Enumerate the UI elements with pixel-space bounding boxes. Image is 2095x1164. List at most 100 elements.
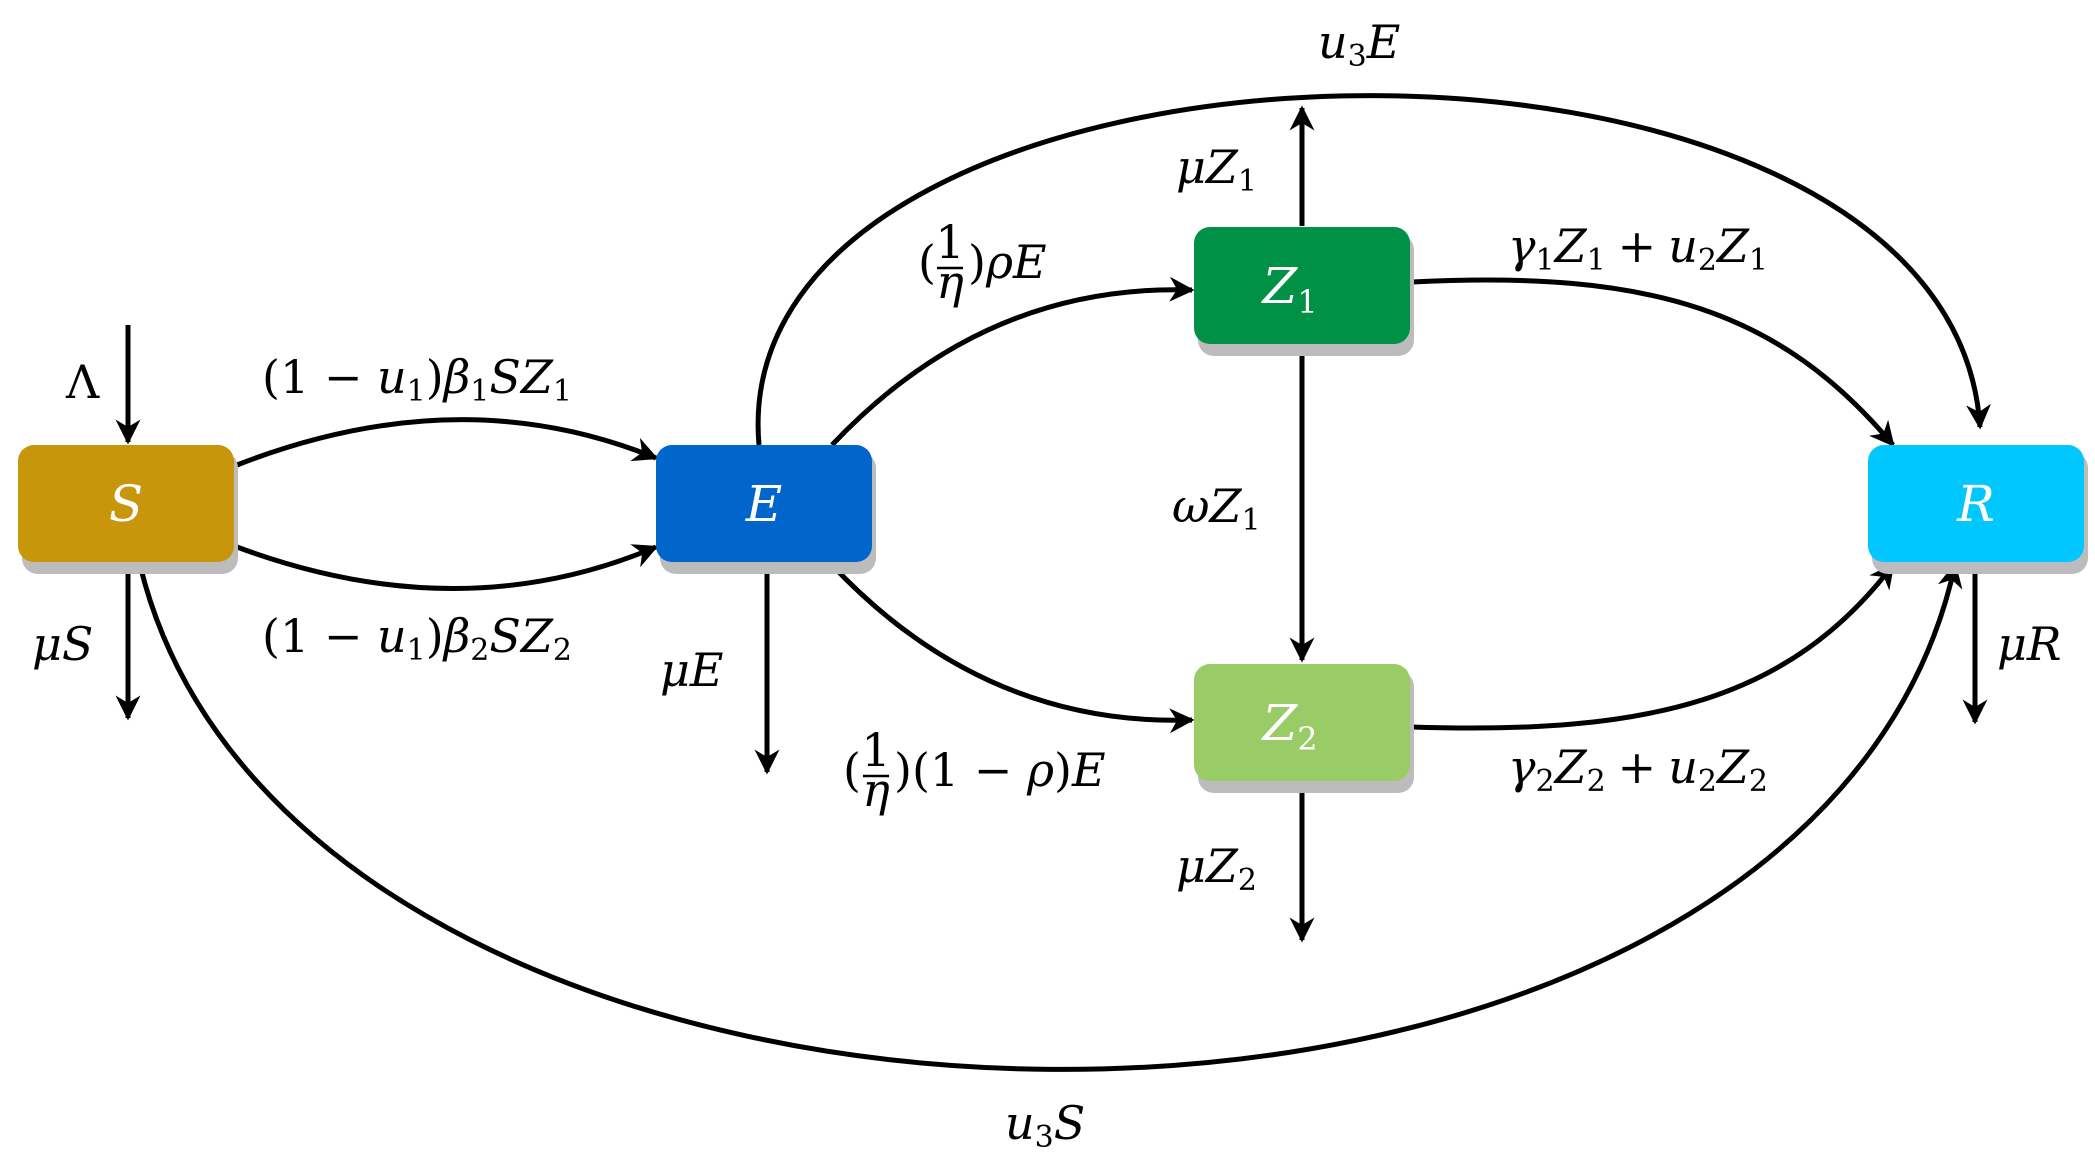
node-z1-label: Z1: [1260, 257, 1317, 321]
label-mu-e-e: E: [689, 643, 724, 697]
edge-z1-to-r: [1411, 277, 1895, 447]
label-e-z1-num: 1: [935, 215, 964, 269]
label-u3-s-sub: 3: [1035, 1120, 1054, 1155]
label-s-e-lower-beta: β: [442, 609, 471, 663]
label-u3-e-e: E: [1366, 15, 1401, 69]
label-mu-r-r: R: [2026, 617, 2062, 671]
label-mu-s-s: S: [62, 617, 94, 671]
label-mu-z2: μZ2: [1176, 839, 1257, 898]
label-s-e-lower-z-sub: 2: [553, 633, 572, 668]
label-e-z2-close: ): [894, 743, 912, 797]
label-s-e-lower-open: (1 −: [262, 609, 377, 663]
label-e-z1: ( 1 η )ρE: [918, 215, 1047, 309]
node-r-box: [1868, 445, 2084, 562]
label-u3-e-sub: 3: [1348, 39, 1367, 74]
label-s-e-upper-u: u: [377, 350, 407, 404]
label-mu-z1-z: Z: [1204, 140, 1239, 194]
label-mu-s: μS: [32, 617, 93, 671]
label-z1-r-z2-sub: 1: [1749, 243, 1768, 278]
label-mu-z1-sub: 1: [1238, 164, 1257, 199]
node-z1: Z1: [1194, 227, 1414, 356]
edge-e-to-z2: [830, 563, 1195, 734]
label-s-e-lower-close: ): [426, 609, 444, 663]
label-mu-z1-mu: μ: [1176, 140, 1206, 194]
edge-labels: Λ μS (1 − u1)β1SZ1 (1 − u1)β2SZ2 μE ( 1 …: [32, 15, 2062, 1155]
label-mu-z2-z: Z: [1204, 839, 1239, 893]
label-mu-z1: μZ1: [1176, 140, 1257, 199]
label-u3-s-s: S: [1054, 1096, 1086, 1150]
node-z2-sub: 2: [1297, 720, 1317, 758]
label-e-z1-rho: ρ: [985, 235, 1013, 289]
label-z2-r-gamma: γ: [1508, 740, 1536, 794]
label-mu-r: μR: [1997, 617, 2062, 671]
label-z1-r: γ1Z1+u2Z1: [1508, 219, 1768, 278]
edge-e-to-z1: [830, 276, 1195, 447]
label-s-e-upper-beta: β: [442, 350, 471, 404]
label-z2-r-gamma-sub: 2: [1536, 764, 1555, 799]
node-z1-box: [1194, 227, 1410, 344]
label-s-e-upper-close: ): [426, 350, 444, 404]
label-s-e-lower-z: Z: [519, 609, 554, 663]
node-r-label: R: [1956, 475, 1995, 533]
label-e-z2-den: η: [862, 763, 890, 817]
label-z1-r-z2: Z: [1715, 219, 1750, 273]
label-s-e-upper-u-sub: 1: [407, 374, 426, 409]
label-e-z1-rest: )ρE: [968, 235, 1047, 289]
label-mu-e-mu: μ: [660, 643, 690, 697]
label-z1-r-z: Z: [1553, 219, 1588, 273]
label-z2-r-z-sub: 2: [1587, 764, 1606, 799]
label-mu-z2-mu: μ: [1176, 839, 1206, 893]
node-r: R: [1868, 445, 2088, 574]
label-e-z2-close2: ): [1054, 743, 1072, 797]
node-z2-var: Z: [1260, 694, 1298, 752]
label-omega-z1-omega: ω: [1172, 479, 1210, 533]
label-e-z2-rest: )(1 − ρ)E: [894, 743, 1106, 797]
label-z2-r-u: u: [1668, 740, 1698, 794]
nodes: S E Z1 Z2 R: [18, 227, 2088, 793]
label-z2-r-u-sub: 2: [1698, 764, 1717, 799]
label-lambda: Λ: [65, 355, 100, 409]
label-e-z1-close: ): [968, 235, 986, 289]
label-z1-r-u-sub: 2: [1698, 243, 1717, 278]
label-z1-r-gamma: γ: [1508, 219, 1536, 273]
label-u3-s: u3S: [1005, 1096, 1085, 1155]
label-s-e-upper-beta-sub: 1: [470, 374, 489, 409]
label-s-e-upper-z-sub: 1: [553, 374, 572, 409]
label-z1-r-gamma-sub: 1: [1536, 243, 1555, 278]
node-e-label: E: [745, 475, 783, 533]
label-z2-r-plus: +: [1618, 740, 1657, 794]
label-mu-z2-sub: 2: [1238, 863, 1257, 898]
label-mu-e: μE: [660, 643, 724, 697]
label-u3-e: u3E: [1318, 15, 1400, 74]
label-s-e-upper: (1 − u1)β1SZ1: [262, 350, 572, 409]
node-z2-label: Z2: [1260, 694, 1317, 758]
label-z1-r-z-sub: 1: [1587, 243, 1606, 278]
node-z1-var: Z: [1260, 257, 1298, 315]
node-s-box: [18, 445, 234, 562]
label-s-e-upper-z: Z: [519, 350, 554, 404]
label-e-z1-den: η: [936, 255, 964, 309]
label-e-z2: ( 1 η )(1 − ρ)E: [843, 723, 1106, 817]
node-s-label: S: [109, 475, 143, 533]
label-s-e-lower: (1 − u1)β2SZ2: [262, 609, 572, 668]
label-s-e-upper-s: S: [489, 350, 521, 404]
node-z1-sub: 1: [1297, 283, 1317, 321]
label-e-z2-rho: ρ: [1026, 743, 1054, 797]
edge-s-to-e-upper: [236, 417, 659, 468]
label-z2-r-z: Z: [1553, 740, 1588, 794]
edge-s-to-r: [137, 562, 1963, 1072]
label-e-z1-e: E: [1012, 235, 1047, 289]
edges: [115, 93, 1991, 1072]
edge-e-to-r: [755, 93, 1991, 446]
label-omega-z1-sub: 1: [1241, 503, 1260, 538]
label-s-e-upper-open: (1 −: [262, 350, 377, 404]
label-e-z1-open: (: [918, 235, 936, 289]
label-e-z2-open: (: [843, 743, 861, 797]
label-e-z2-num: 1: [861, 723, 890, 777]
label-z1-r-u: u: [1668, 219, 1698, 273]
label-s-e-lower-u: u: [377, 609, 407, 663]
label-u3-s-u: u: [1005, 1096, 1035, 1150]
node-z2-box: [1194, 664, 1410, 781]
node-z2: Z2: [1194, 664, 1414, 793]
label-e-z2-open2: (1 −: [912, 743, 1027, 797]
